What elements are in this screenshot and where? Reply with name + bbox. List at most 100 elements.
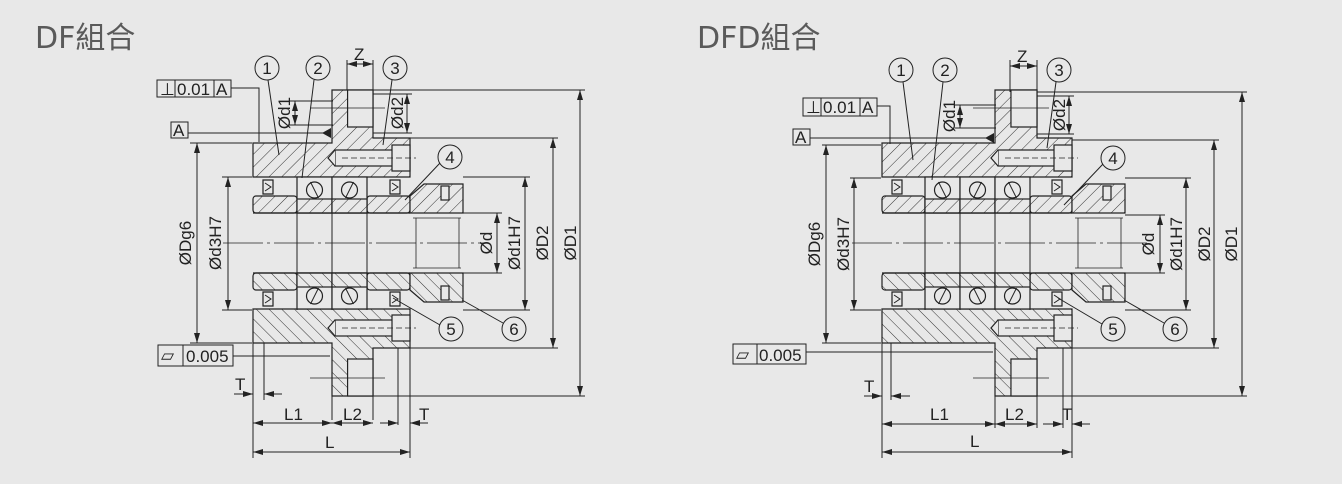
dim-d1: Ød1 xyxy=(940,100,959,132)
angular-contact-bearing xyxy=(959,272,996,310)
svg-text:5: 5 xyxy=(1108,320,1117,339)
dim-d3h7: Ød3H7 xyxy=(206,216,225,270)
svg-text:⊥: ⊥ xyxy=(806,98,821,117)
dim-t-right: T xyxy=(419,405,429,424)
svg-text:6: 6 xyxy=(509,320,518,339)
flange-bolt-hole xyxy=(1010,89,1038,128)
spacer-ring xyxy=(881,195,926,214)
svg-text:5: 5 xyxy=(446,320,455,339)
svg-text:2: 2 xyxy=(940,61,949,80)
angular-contact-bearing xyxy=(331,176,368,214)
dim-l1: L1 xyxy=(284,405,303,424)
dim-z: Z xyxy=(1017,47,1027,66)
svg-text:4: 4 xyxy=(445,148,454,167)
angular-contact-bearing xyxy=(296,272,333,310)
dim-D1: ØD1 xyxy=(561,226,580,261)
dim-l2: L2 xyxy=(343,405,362,424)
angular-contact-bearing xyxy=(994,176,1031,214)
svg-text:A: A xyxy=(173,121,185,140)
dim-d: Ød xyxy=(1139,233,1158,256)
spacer-ring xyxy=(366,272,411,291)
balloon-2: 2 xyxy=(931,57,958,181)
svg-text:1: 1 xyxy=(896,61,905,80)
angular-contact-bearing xyxy=(924,272,961,310)
balloon-1: 1 xyxy=(888,57,914,161)
cap-screw xyxy=(327,314,416,342)
spacer-ring xyxy=(1029,272,1073,291)
spacer-ring xyxy=(252,272,298,291)
spacer-ring xyxy=(1029,195,1073,214)
df-annotations: ⊥ 0.01 A A ▱ 0.005 ØDg6 Ød3H7 Ød Ød1H7 Ø… xyxy=(156,45,585,458)
svg-text:▱: ▱ xyxy=(161,346,175,365)
dim-d1h7: Ød1H7 xyxy=(505,216,524,270)
perpendicularity-tolerance-frame: ⊥ 0.01 A xyxy=(802,97,891,144)
angular-contact-bearing xyxy=(296,176,333,214)
svg-text:4: 4 xyxy=(1108,149,1117,168)
balloon-6: 6 xyxy=(461,299,527,342)
spacer-ring xyxy=(366,195,411,214)
svg-text:0.005: 0.005 xyxy=(186,347,229,366)
svg-text:▱: ▱ xyxy=(736,345,750,364)
flange-bolt-hole xyxy=(346,358,374,397)
balloon-1: 1 xyxy=(254,55,280,156)
balloon-5: 5 xyxy=(1057,297,1126,342)
balloon-4: 4 xyxy=(404,144,463,201)
balloon-3: 3 xyxy=(382,55,408,146)
dim-d2: Ød2 xyxy=(1050,99,1069,131)
dfd-annotations: ⊥ 0.01 A A ▱ 0.005 ØDg6 Ød3H7 Ød Ød1H7 Ø… xyxy=(732,47,1247,458)
dim-D2: ØD2 xyxy=(533,226,552,261)
dim-d1h7: Ød1H7 xyxy=(1167,217,1186,271)
dim-z: Z xyxy=(354,45,364,64)
dim-d3h7: Ød3H7 xyxy=(834,217,853,271)
dim-l2: L2 xyxy=(1005,405,1024,424)
perpendicularity-datum: A xyxy=(216,80,228,99)
svg-text:1: 1 xyxy=(262,59,271,78)
dim-t-left: T xyxy=(864,377,874,396)
balloon-2: 2 xyxy=(301,55,331,179)
angular-contact-bearing xyxy=(331,272,368,310)
dim-d2: Ød2 xyxy=(388,97,407,129)
lock-nut xyxy=(1071,183,1126,214)
svg-text:0.01: 0.01 xyxy=(823,98,856,117)
angular-contact-bearing xyxy=(924,176,961,214)
angular-contact-bearing xyxy=(959,176,996,214)
dim-l1: L1 xyxy=(930,405,949,424)
parallelism-tolerance-frame: ▱ 0.005 xyxy=(157,344,330,367)
flange-bolt-hole xyxy=(1010,358,1038,397)
dim-D2: ØD2 xyxy=(1195,227,1214,262)
perpendicularity-tolerance-frame: ⊥ 0.01 A xyxy=(156,79,260,142)
svg-text:6: 6 xyxy=(1170,320,1179,339)
flange-bolt-hole xyxy=(346,89,374,128)
perpendicularity-value: 0.01 xyxy=(177,80,210,99)
dim-d: Ød xyxy=(477,232,496,255)
dim-d1: Ød1 xyxy=(275,97,294,129)
df-assembly-section xyxy=(223,89,488,397)
nut-set-screw xyxy=(440,185,450,201)
perpendicularity-symbol: ⊥ xyxy=(160,80,175,99)
nut-set-screw xyxy=(440,285,450,301)
cap-screw xyxy=(990,314,1078,342)
svg-text:A: A xyxy=(862,98,874,117)
svg-text:3: 3 xyxy=(1054,61,1063,80)
balloon-6: 6 xyxy=(1123,299,1188,342)
lock-nut xyxy=(409,183,464,214)
dim-t-left: T xyxy=(235,375,245,394)
dim-dg6: ØDg6 xyxy=(176,221,195,265)
svg-text:0.005: 0.005 xyxy=(759,346,802,365)
svg-text:A: A xyxy=(795,128,807,147)
dfd-assembly-section xyxy=(852,89,1150,397)
svg-text:3: 3 xyxy=(390,59,399,78)
svg-text:2: 2 xyxy=(313,59,322,78)
dim-D1: ØD1 xyxy=(1222,227,1241,262)
spacer-ring xyxy=(881,272,926,291)
dim-l: L xyxy=(970,432,979,451)
dim-dg6: ØDg6 xyxy=(805,222,824,266)
balloon-3: 3 xyxy=(1046,57,1072,149)
nut-set-screw xyxy=(1102,185,1112,201)
title-df: DF組合 xyxy=(35,21,135,56)
datum-a-label: A xyxy=(170,121,331,140)
title-dfd: DFD組合 xyxy=(697,21,820,56)
dim-l: L xyxy=(325,433,334,452)
